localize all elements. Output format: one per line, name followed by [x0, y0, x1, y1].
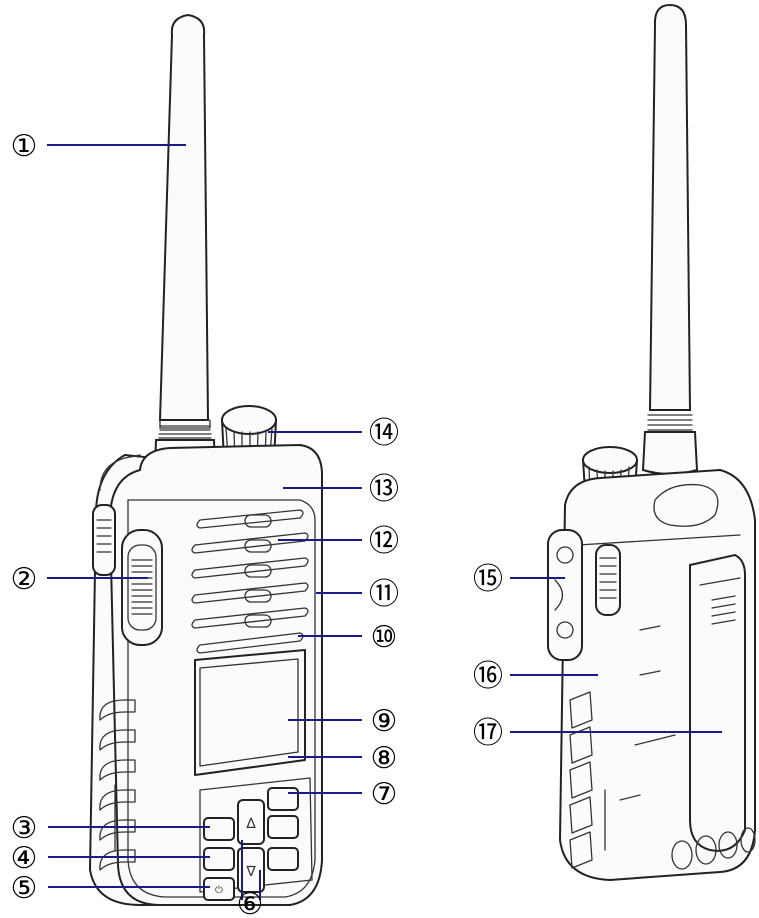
back-body: [547, 468, 756, 882]
key-up: [237, 799, 265, 845]
callout-12: ⑫: [369, 524, 399, 559]
callouts: ① ② ③ ④ ⑤ ⑥ ⑦ ⑧ ⑨ ⑩ ⑪ ⑫ ⑬ ⑭ ⑮ ⑯ ⑰: [11, 129, 503, 918]
callout-13: ⑬: [369, 472, 399, 507]
key-mid-right: [267, 815, 299, 839]
lcd-display: [194, 649, 306, 776]
callout-14: ⑭: [369, 416, 399, 451]
key-bottom-right: [267, 847, 299, 871]
down-arrow-icon: ∇: [245, 864, 256, 880]
callout-2: ②: [11, 562, 38, 597]
callout-9: ⑨: [371, 704, 398, 739]
leader-lines: [47, 144, 722, 900]
power-icon: ⏻: [215, 885, 223, 896]
key-dual: [203, 847, 235, 871]
callout-1: ①: [11, 129, 38, 164]
key-menu-exit: [203, 817, 235, 841]
belt-clip: [689, 553, 746, 852]
key-top-right: [267, 787, 299, 811]
callout-6: ⑥: [237, 887, 264, 918]
callout-16: ⑯: [473, 659, 503, 694]
callout-4: ④: [11, 841, 38, 876]
back-radio-illustration: [547, 3, 756, 882]
back-antenna: [641, 3, 699, 475]
speaker-grille: [191, 509, 309, 654]
key-down: [237, 847, 265, 893]
callout-8: ⑧: [371, 741, 398, 776]
callout-3: ③: [11, 811, 38, 846]
front-ptt-button: [121, 529, 163, 646]
callout-11: ⑪: [369, 577, 399, 612]
front-body: ∆ ∇ ⏻: [88, 443, 323, 906]
front-radio-illustration: ∆ ∇ ⏻: [88, 13, 323, 906]
key-power: [203, 877, 235, 901]
front-side-button: [92, 504, 116, 576]
callout-15: ⑮: [473, 562, 503, 597]
front-antenna: [152, 13, 218, 501]
callout-5: ⑤: [11, 871, 38, 906]
callout-17: ⑰: [473, 716, 503, 751]
battery-contacts: [671, 827, 756, 870]
accessory-jack: [547, 529, 583, 661]
callout-7: ⑦: [371, 777, 398, 812]
callout-10: ⑩: [371, 620, 398, 655]
up-arrow-icon: ∆: [245, 816, 256, 832]
